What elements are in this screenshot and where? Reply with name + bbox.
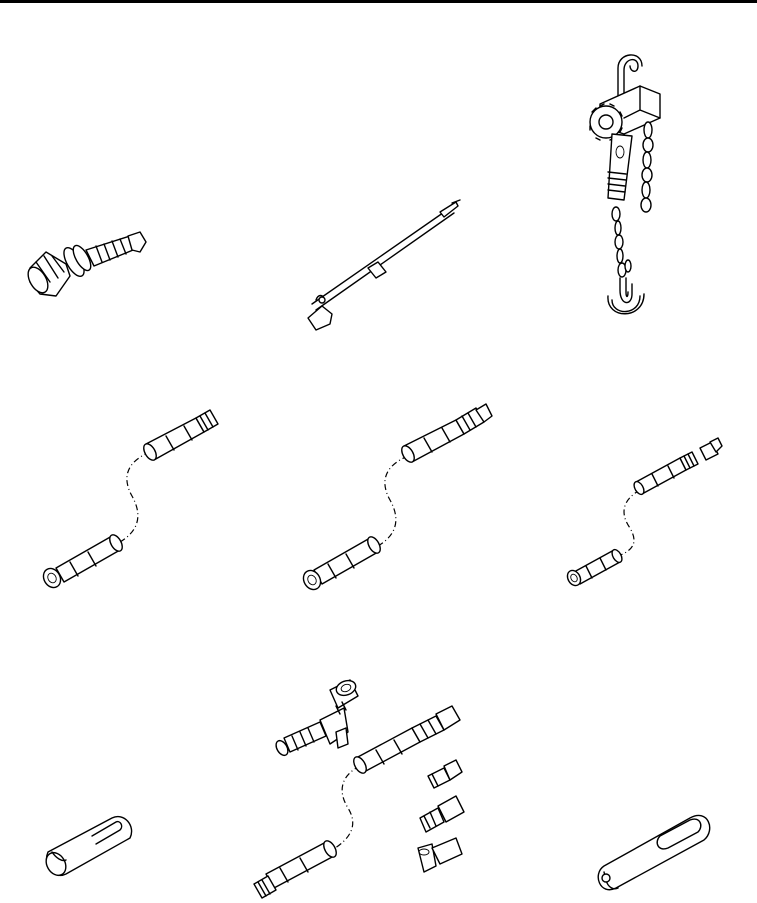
hose-assembly-icon [42, 409, 219, 589]
split-sleeve-icon [45, 815, 133, 877]
link-plate-icon [597, 814, 711, 891]
top-rule [0, 0, 757, 3]
hose-assembly-with-adapter-icon [566, 437, 723, 587]
splined-adapter-icon [27, 231, 147, 297]
chain-hoist-icon [589, 54, 661, 315]
hose-assembly-icon [302, 403, 493, 591]
extension-tool-icon [307, 199, 461, 331]
hose-kit-with-tee-and-fittings-icon [253, 679, 465, 899]
